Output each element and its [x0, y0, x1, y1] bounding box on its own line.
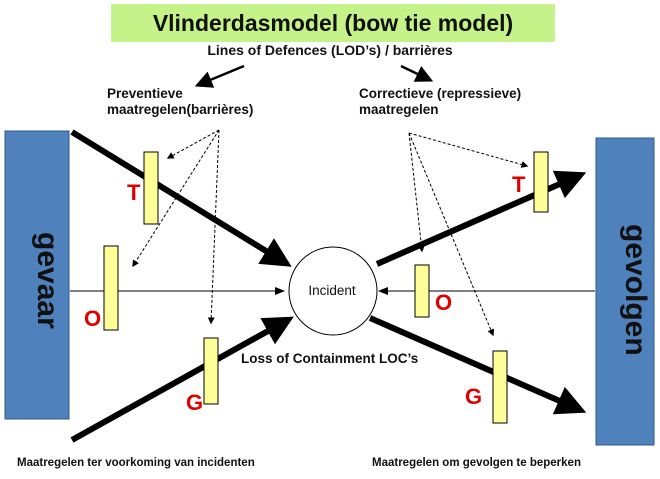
preventive-header-line-2: maatregelen(barrières)	[107, 102, 254, 117]
consequences-label: gevolgen	[619, 224, 652, 356]
barrier-left-t	[143, 151, 159, 225]
letter-right-g: G	[465, 384, 483, 409]
pointer-right-g	[408, 132, 495, 337]
threat-arrow-top	[70, 129, 292, 267]
consequence-arrow-bottom	[368, 315, 587, 415]
pointer-right-t	[408, 132, 529, 168]
subtitle-arrow-right	[400, 64, 434, 82]
letter-left-o: O	[84, 306, 102, 331]
barrier-right-t	[533, 151, 549, 213]
pointer-left-o	[132, 129, 220, 268]
pointer-right-o	[408, 132, 425, 253]
preventive-header-line-1: Preventieve	[107, 86, 183, 101]
letter-left-g: G	[186, 390, 204, 415]
preventive-header: Preventieve maatregelen(barrières)	[107, 86, 253, 118]
letter-left-t: T	[127, 180, 141, 205]
pointer-left-t	[166, 129, 220, 159]
subtitle: Lines of Defences (LOD’s) / barrières	[207, 42, 453, 58]
footer-left: Maatregelen ter voorkoming van incidente…	[17, 457, 255, 469]
pointer-left-g	[207, 129, 220, 325]
incident-label: Incident	[308, 283, 356, 298]
title-background	[111, 4, 555, 42]
threat-arrow-bottom	[70, 316, 294, 443]
footer-right: Maatregelen om gevolgen te beperken	[372, 457, 581, 469]
hazard-block	[4, 130, 70, 420]
barrier-right-o	[414, 264, 430, 318]
hazard-label: gevaar	[31, 231, 64, 329]
letter-right-o: O	[435, 290, 453, 315]
barrier-right-g	[492, 350, 508, 424]
loc-label: Loss of Containment LOC’s	[241, 351, 419, 366]
corrective-header: Correctieve (repressieve) maatregelen	[359, 86, 521, 118]
letter-right-t: T	[512, 172, 526, 197]
barrier-left-g	[203, 337, 219, 405]
subtitle-arrow-left	[194, 64, 245, 88]
incident-circle	[288, 246, 378, 336]
corrective-header-line-1: Correctieve (repressieve)	[359, 86, 522, 101]
page-title: Vlinderdasmodel (bow tie model)	[152, 10, 514, 36]
corrective-header-line-2: maatregelen	[359, 102, 439, 117]
consequences-block	[595, 137, 655, 446]
barrier-left-o	[103, 245, 119, 331]
